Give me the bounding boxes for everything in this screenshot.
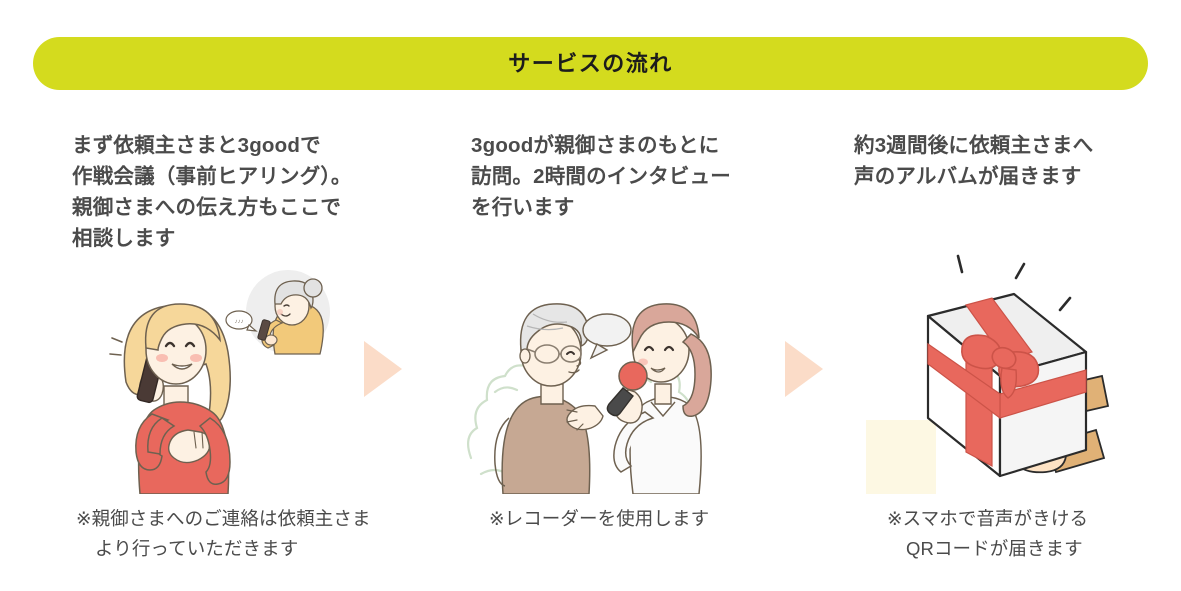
step-3-heading: 約3週間後に依頼主さまへ 声のアルバムが届きます [854, 134, 1094, 189]
arrow-step-2-to-3 [785, 341, 823, 397]
illustration-gift-box [862, 248, 1142, 494]
banner-title: サービスの流れ [508, 50, 673, 76]
svg-text:♪♪♪: ♪♪♪ [235, 319, 244, 325]
step-2-column: 3goodが親御さまのもとに 訪問。2時間のインタビュー を行います [471, 130, 791, 223]
illustration-interview [455, 272, 720, 494]
step-3-column: 約3週間後に依頼主さまへ 声のアルバムが届きます [854, 130, 1154, 192]
step-1-caption: ※親御さまへのご連絡は依頼主さま より行っていただきます [76, 508, 371, 559]
step-2-heading: 3goodが親御さまのもとに 訪問。2時間のインタビュー を行います [471, 134, 732, 220]
arrow-step-1-to-2 [364, 341, 402, 397]
step-1-column: まず依頼主さまと3goodで 作戦会議（事前ヒアリング）。 親御さまへの伝え方も… [72, 130, 412, 255]
step-1-heading: まず依頼主さまと3goodで 作戦会議（事前ヒアリング）。 親御さまへの伝え方も… [72, 134, 352, 251]
step-3-caption: ※スマホで音声がきける QRコードが届きます [887, 508, 1089, 559]
service-flow-banner: サービスの流れ [33, 37, 1148, 90]
illustration-woman-on-phone: ♪♪♪ [92, 262, 362, 494]
step-2-caption: ※レコーダーを使用します [489, 508, 710, 529]
